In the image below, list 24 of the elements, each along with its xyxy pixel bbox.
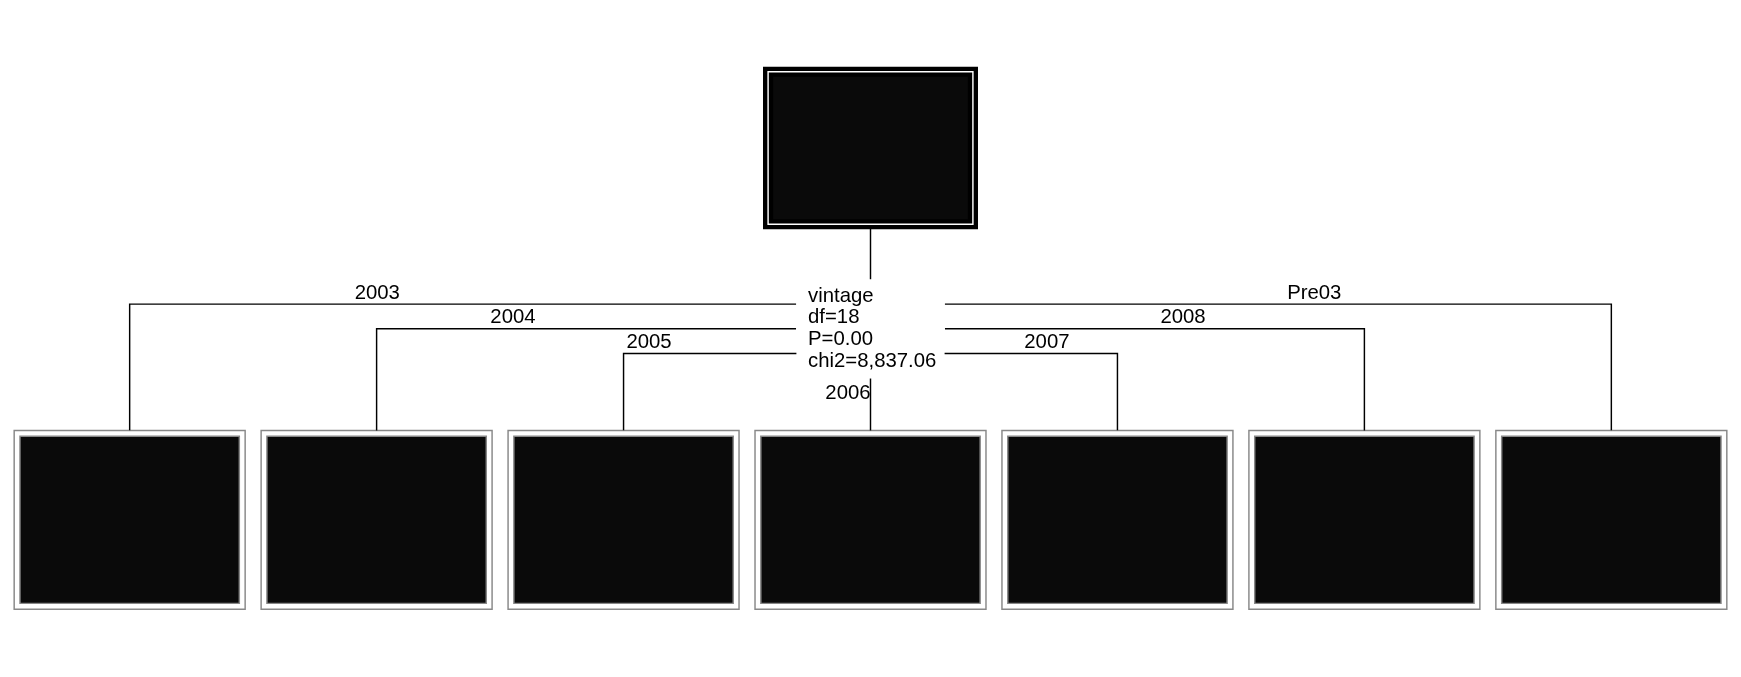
connector — [375, 327, 797, 431]
node-box — [13, 429, 246, 610]
node-box — [260, 429, 493, 610]
node-box — [1495, 429, 1728, 610]
node-box — [763, 66, 978, 229]
node-box — [754, 429, 987, 610]
edge-label: Pre03 — [1287, 280, 1342, 303]
edge-label: 2004 — [490, 304, 536, 327]
node-box — [1001, 429, 1234, 610]
connector — [869, 377, 872, 431]
node-box — [1248, 429, 1481, 610]
edge-label: 2003 — [354, 280, 400, 303]
edge-label: 2007 — [1024, 329, 1070, 352]
node-text: vintage df=18 P=0.00 chi2=8,837.06 — [808, 283, 937, 371]
edge-label: 2006 — [825, 380, 871, 403]
edge-label: 2008 — [1160, 304, 1206, 327]
connector — [869, 226, 872, 280]
connector — [944, 302, 1613, 431]
connector — [943, 352, 1119, 431]
connector — [622, 352, 798, 431]
edge-label: 2005 — [626, 329, 672, 352]
connector — [944, 327, 1366, 431]
node-box — [507, 429, 740, 610]
connector — [128, 302, 797, 431]
